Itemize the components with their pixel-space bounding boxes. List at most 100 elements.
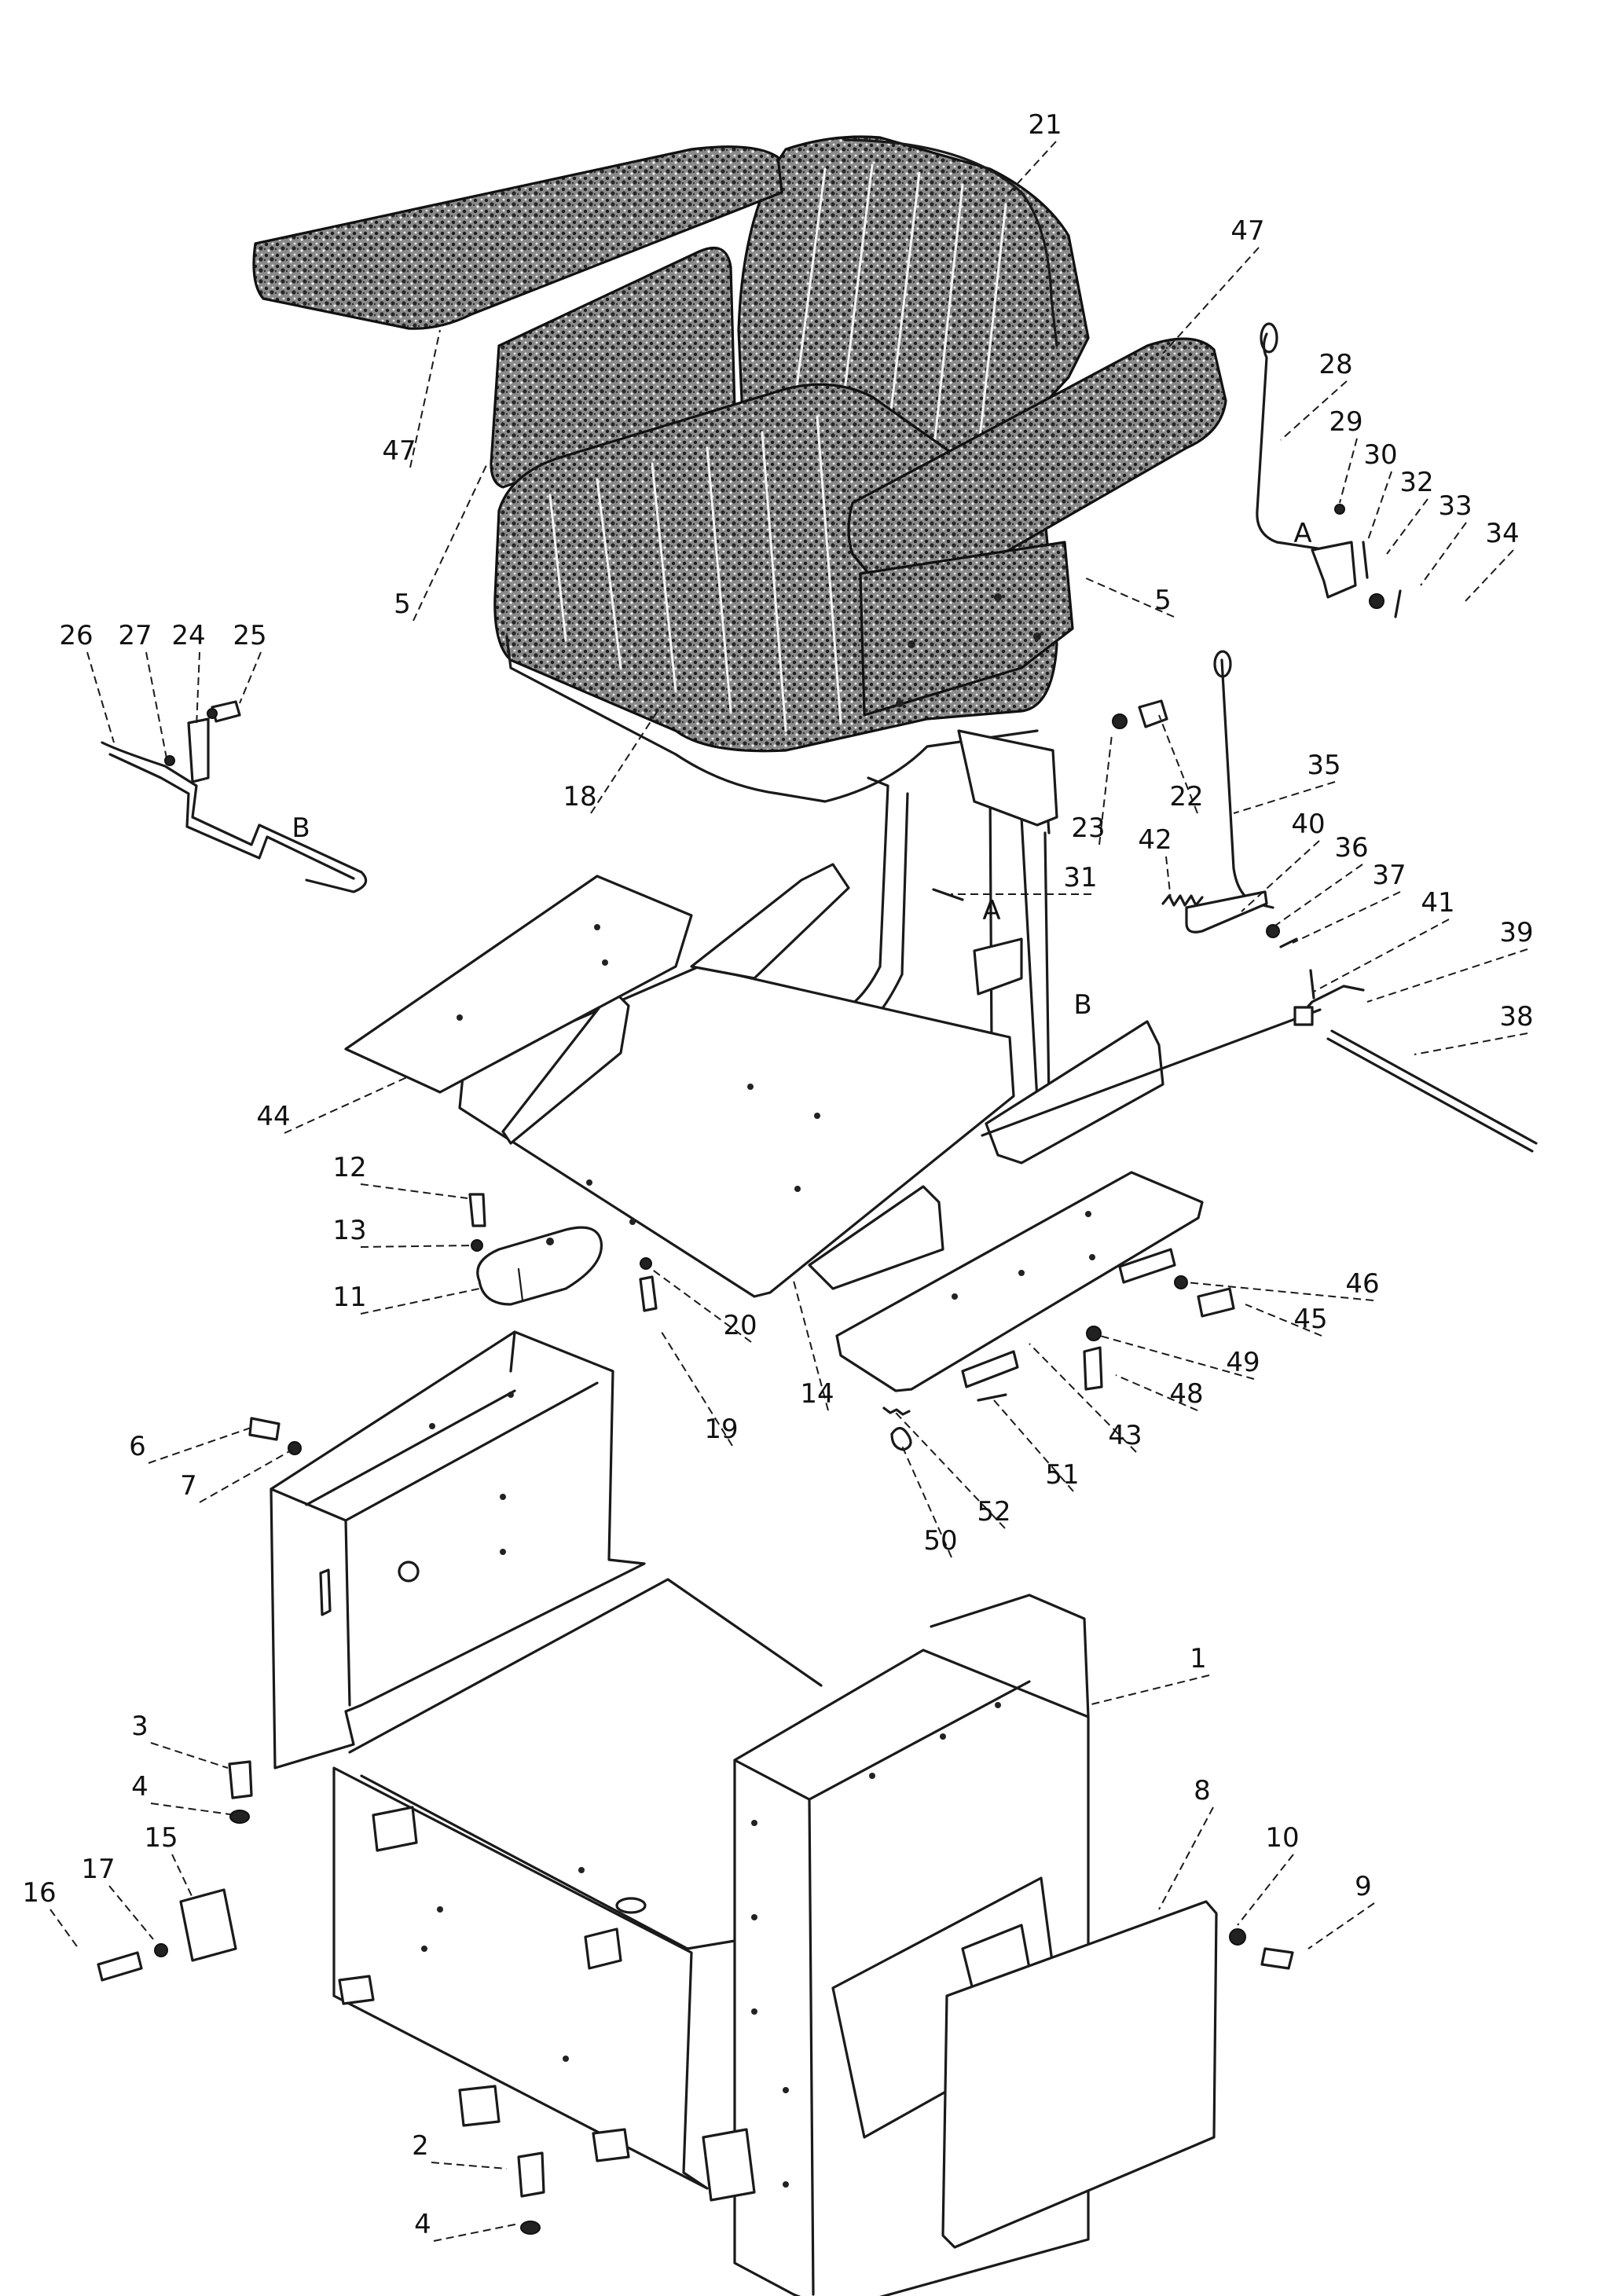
washer-4-lower xyxy=(520,2221,541,2235)
callout-c19: 19 xyxy=(704,1414,738,1445)
leader-line-c4b xyxy=(433,2223,519,2242)
leader-line-c22 xyxy=(1158,714,1198,814)
leader-line-c52 xyxy=(895,1412,1006,1529)
left-armrest-cushion xyxy=(252,145,783,330)
callout-c10: 10 xyxy=(1265,1822,1299,1854)
recline-bracket xyxy=(1311,541,1357,599)
leader-line-c16 xyxy=(50,1909,79,1949)
callout-c33: 33 xyxy=(1438,490,1472,522)
callout-c16: 16 xyxy=(22,1877,56,1909)
link-block xyxy=(1293,1006,1314,1026)
fore-aft-washer xyxy=(207,708,218,719)
fore-aft-spring-27 xyxy=(164,755,175,766)
callout-c17: 17 xyxy=(81,1854,115,1885)
leader-line-c5a xyxy=(413,463,488,622)
callout-c47a: 47 xyxy=(1230,215,1264,247)
left-upright-hole xyxy=(398,1561,420,1583)
callout-c2: 2 xyxy=(412,2130,429,2162)
leader-line-c28 xyxy=(1280,380,1348,441)
callout-c21: 21 xyxy=(1028,109,1062,141)
callout-c44: 44 xyxy=(256,1101,290,1132)
leader-line-c11 xyxy=(360,1288,480,1315)
leader-line-c5b xyxy=(1084,577,1175,618)
bolt-6 xyxy=(248,1417,281,1441)
callout-c6: 6 xyxy=(129,1431,146,1462)
bolt-16 xyxy=(97,1951,143,1982)
leader-line-c15 xyxy=(171,1854,193,1898)
leader-line-c49 xyxy=(1099,1335,1255,1380)
callout-c49: 49 xyxy=(1226,1347,1260,1378)
right-upright-top xyxy=(733,1594,1090,2296)
height-lever xyxy=(1220,658,1274,909)
pin-51 xyxy=(977,1393,1007,1402)
callout-c24: 24 xyxy=(171,620,205,651)
callout-c14: 14 xyxy=(800,1378,834,1410)
leader-line-c47a xyxy=(1162,247,1260,354)
bolt-45 xyxy=(1197,1287,1235,1318)
bolt-19 xyxy=(639,1275,658,1312)
adjusting-rod xyxy=(1326,1029,1538,1153)
leader-line-c35 xyxy=(1233,781,1336,814)
bolt-9 xyxy=(1260,1947,1294,1970)
callout-c12: 12 xyxy=(332,1152,366,1183)
marker-mA2: A xyxy=(982,895,1000,926)
left-slide-rail xyxy=(690,863,850,980)
leader-line-c51 xyxy=(993,1399,1074,1492)
leader-line-c32 xyxy=(1386,498,1428,555)
leader-line-c18 xyxy=(590,706,661,814)
leader-line-c33 xyxy=(1420,522,1467,586)
bracket-15 xyxy=(179,1888,237,1962)
left-upright-slot xyxy=(319,1568,332,1616)
callout-c15: 15 xyxy=(144,1822,178,1854)
seat-suspension-frame xyxy=(344,729,1538,1298)
callout-c36: 36 xyxy=(1334,832,1368,864)
bolt-2 xyxy=(517,2151,545,2198)
callout-c30: 30 xyxy=(1363,439,1397,471)
leader-line-c39 xyxy=(1366,948,1528,1003)
height-lever-arm-40 xyxy=(1185,890,1268,933)
rear-slide-rail xyxy=(501,988,630,1145)
bolt-12 xyxy=(468,1193,486,1227)
callout-c13: 13 xyxy=(332,1215,366,1246)
callout-c20: 20 xyxy=(723,1310,757,1341)
callout-c25: 25 xyxy=(233,620,266,651)
callout-c38: 38 xyxy=(1499,1001,1533,1032)
height-lever-grip xyxy=(1213,650,1232,678)
floor-hole xyxy=(615,1897,647,1914)
callout-c1: 1 xyxy=(1190,1643,1207,1674)
callout-c4a: 4 xyxy=(131,1771,149,1803)
mounting-blocks xyxy=(338,1806,756,2202)
lever-bracket xyxy=(973,937,1023,996)
front-panel xyxy=(332,1766,709,2190)
marker-mB2: B xyxy=(292,812,310,844)
callout-c34: 34 xyxy=(1485,518,1519,549)
callout-c39: 39 xyxy=(1499,917,1533,948)
right-slide-rail xyxy=(985,1020,1164,1165)
left-side-plate xyxy=(344,875,693,1094)
callout-c18: 18 xyxy=(563,781,596,812)
seat-box-frame xyxy=(97,1330,1294,2296)
leader-line-c34 xyxy=(1465,549,1514,602)
leader-line-c17 xyxy=(108,1885,154,1940)
callout-c46: 46 xyxy=(1345,1268,1379,1300)
callout-c23: 23 xyxy=(1071,812,1105,844)
right-side-plate-holes xyxy=(952,1211,1095,1300)
callout-c5b: 5 xyxy=(1154,585,1172,616)
bolt-3 xyxy=(228,1760,253,1799)
leader-line-c1 xyxy=(1087,1674,1210,1706)
callout-c35: 35 xyxy=(1307,750,1340,781)
callout-c28: 28 xyxy=(1318,349,1352,380)
height-spring xyxy=(1161,894,1204,907)
access-cover-assembly xyxy=(248,1193,658,1455)
hinge-lower xyxy=(961,1350,1019,1388)
spring-52 xyxy=(882,1407,911,1416)
callout-c43: 43 xyxy=(1108,1420,1142,1451)
leader-line-c26 xyxy=(86,651,115,743)
fore-aft-bracket-24 xyxy=(187,717,210,783)
right-panel-rivets xyxy=(896,593,1041,707)
bolt-48 xyxy=(1083,1346,1103,1391)
callout-c41: 41 xyxy=(1421,887,1454,919)
